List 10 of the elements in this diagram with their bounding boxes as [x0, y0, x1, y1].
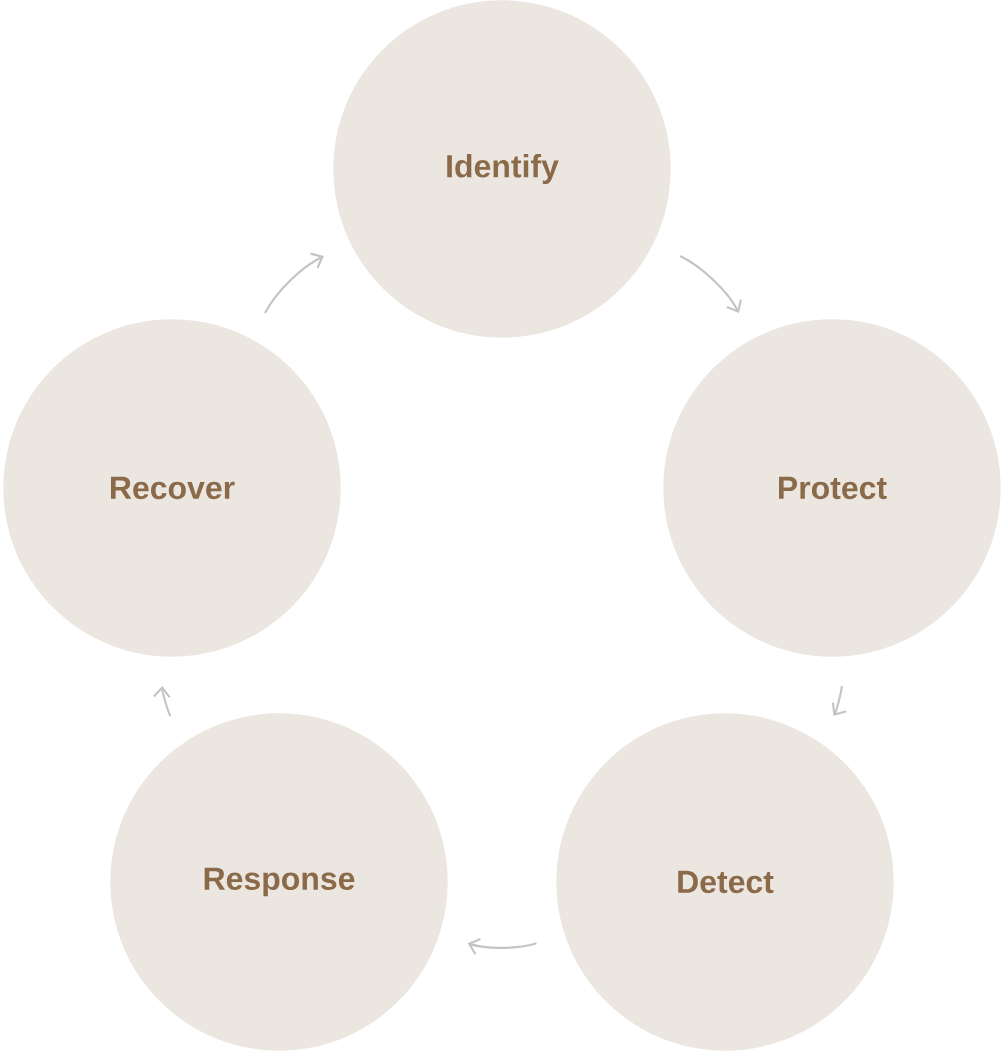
arrow [679, 255, 742, 313]
arrow [153, 686, 172, 717]
arrow [831, 685, 847, 717]
circle-node: Identify [333, 0, 671, 338]
arrow [467, 938, 537, 955]
circle-node: Protect [663, 319, 1001, 657]
circle-node: Recover [3, 319, 341, 657]
circle-node: Response [110, 713, 448, 1051]
circle-node: Detect [556, 713, 894, 1051]
arrow [264, 252, 324, 314]
